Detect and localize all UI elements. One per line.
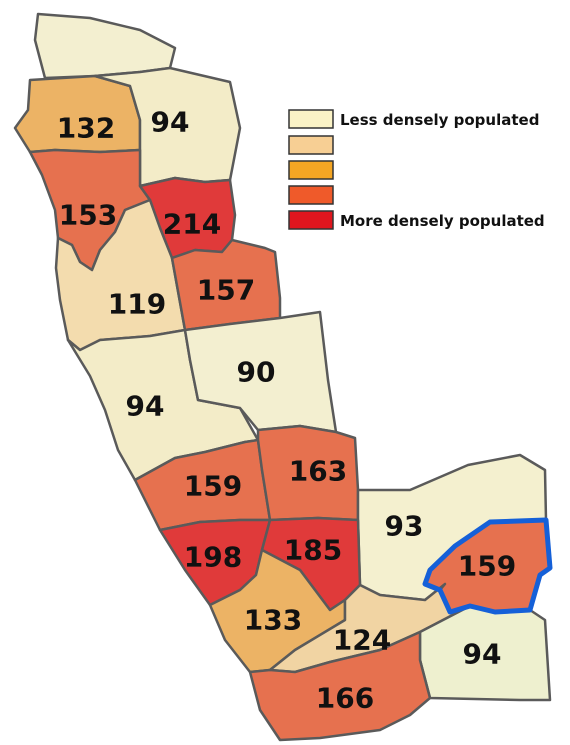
region-value-label: 94 bbox=[463, 638, 502, 671]
legend-swatch-1 bbox=[288, 109, 334, 129]
labels-layer: 132 94 153 214 119 157 90 94 159 163 93 … bbox=[57, 106, 516, 715]
region-value-label: 119 bbox=[108, 288, 166, 321]
region-value-label: 157 bbox=[197, 274, 255, 307]
region-value-label: 93 bbox=[385, 510, 424, 543]
map-legend: Less densely populated More densely popu… bbox=[288, 109, 545, 230]
region-value-label: 166 bbox=[316, 682, 374, 715]
legend-label-low: Less densely populated bbox=[340, 111, 539, 129]
legend-swatch-4 bbox=[288, 185, 334, 205]
map-region bbox=[248, 630, 432, 742]
region-value-label: 198 bbox=[184, 541, 242, 574]
region-value-label: 159 bbox=[458, 550, 516, 583]
legend-swatch-3 bbox=[288, 160, 334, 180]
region-value-label: 163 bbox=[289, 455, 347, 488]
region-value-label: 90 bbox=[237, 356, 276, 389]
map-region-top bbox=[33, 12, 177, 80]
region-value-label: 214 bbox=[163, 208, 221, 241]
region-value-label: 94 bbox=[151, 106, 190, 139]
region-value-label: 132 bbox=[57, 112, 115, 145]
region-value-label: 124 bbox=[333, 624, 391, 657]
region-value-label: 133 bbox=[244, 604, 302, 637]
region-value-label: 159 bbox=[184, 470, 242, 503]
selected-region-outline bbox=[422, 517, 553, 615]
legend-swatch-2 bbox=[288, 135, 334, 155]
legend-label-high: More densely populated bbox=[340, 212, 545, 230]
region-value-label: 153 bbox=[59, 199, 117, 232]
region-value-label: 94 bbox=[126, 390, 165, 423]
legend-swatch-5 bbox=[288, 210, 334, 230]
regions-layer bbox=[13, 12, 552, 742]
map-region bbox=[54, 198, 187, 352]
region-value-label: 185 bbox=[284, 534, 342, 567]
